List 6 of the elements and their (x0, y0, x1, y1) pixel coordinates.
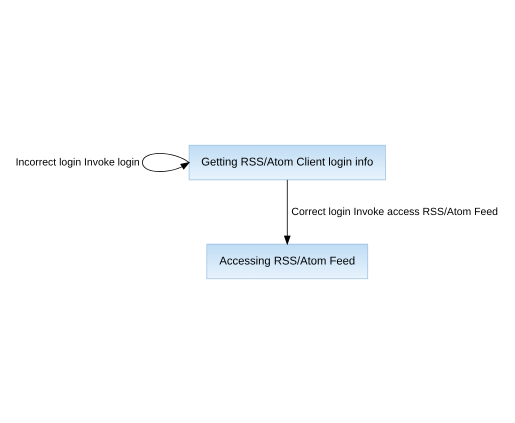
edge-label: Correct login Invoke access RSS/Atom Feed (291, 206, 498, 218)
arrow (284, 178, 291, 245)
node-box: Accessing RSS/Atom Feed (206, 243, 368, 279)
node-box: Getting RSS/Atom Client login info (188, 144, 386, 180)
arrow (142, 152, 190, 172)
edge-label: Incorrect login Invoke login (16, 156, 140, 168)
